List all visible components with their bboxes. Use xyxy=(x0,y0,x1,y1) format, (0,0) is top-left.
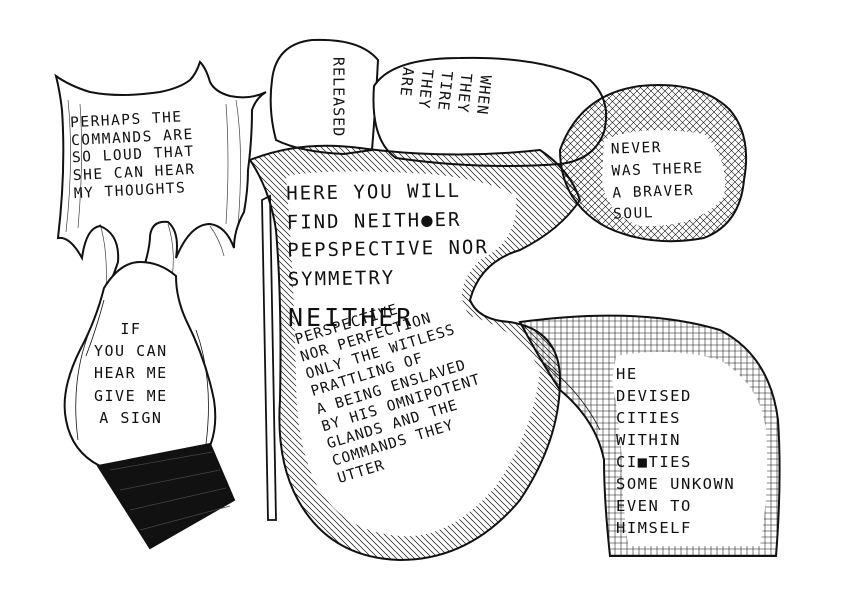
released-text: RELEASED xyxy=(329,57,348,138)
neither-text: NEITHER xyxy=(288,303,415,332)
he-devised-text: HE DEVISED CITIES WITHIN CI■TIES SOME UN… xyxy=(616,365,736,537)
if-you-text: IF YOU CAN HEAR ME GIVE ME A SIGN xyxy=(94,320,168,427)
released-bubble xyxy=(269,38,380,156)
never-text: NEVER WAS THERE A BRAVER SOUL xyxy=(610,139,704,223)
vase-shape xyxy=(63,260,217,467)
perhaps-text: PERHAPS THE COMMANDS ARE SO LOUD THAT SH… xyxy=(69,109,196,202)
pole xyxy=(261,194,277,521)
vase-base xyxy=(96,442,236,550)
left-block-shape xyxy=(54,60,267,293)
here-text: HERE YOU WILL FIND NEITH●ER PEPSPECTIVE … xyxy=(286,179,490,291)
